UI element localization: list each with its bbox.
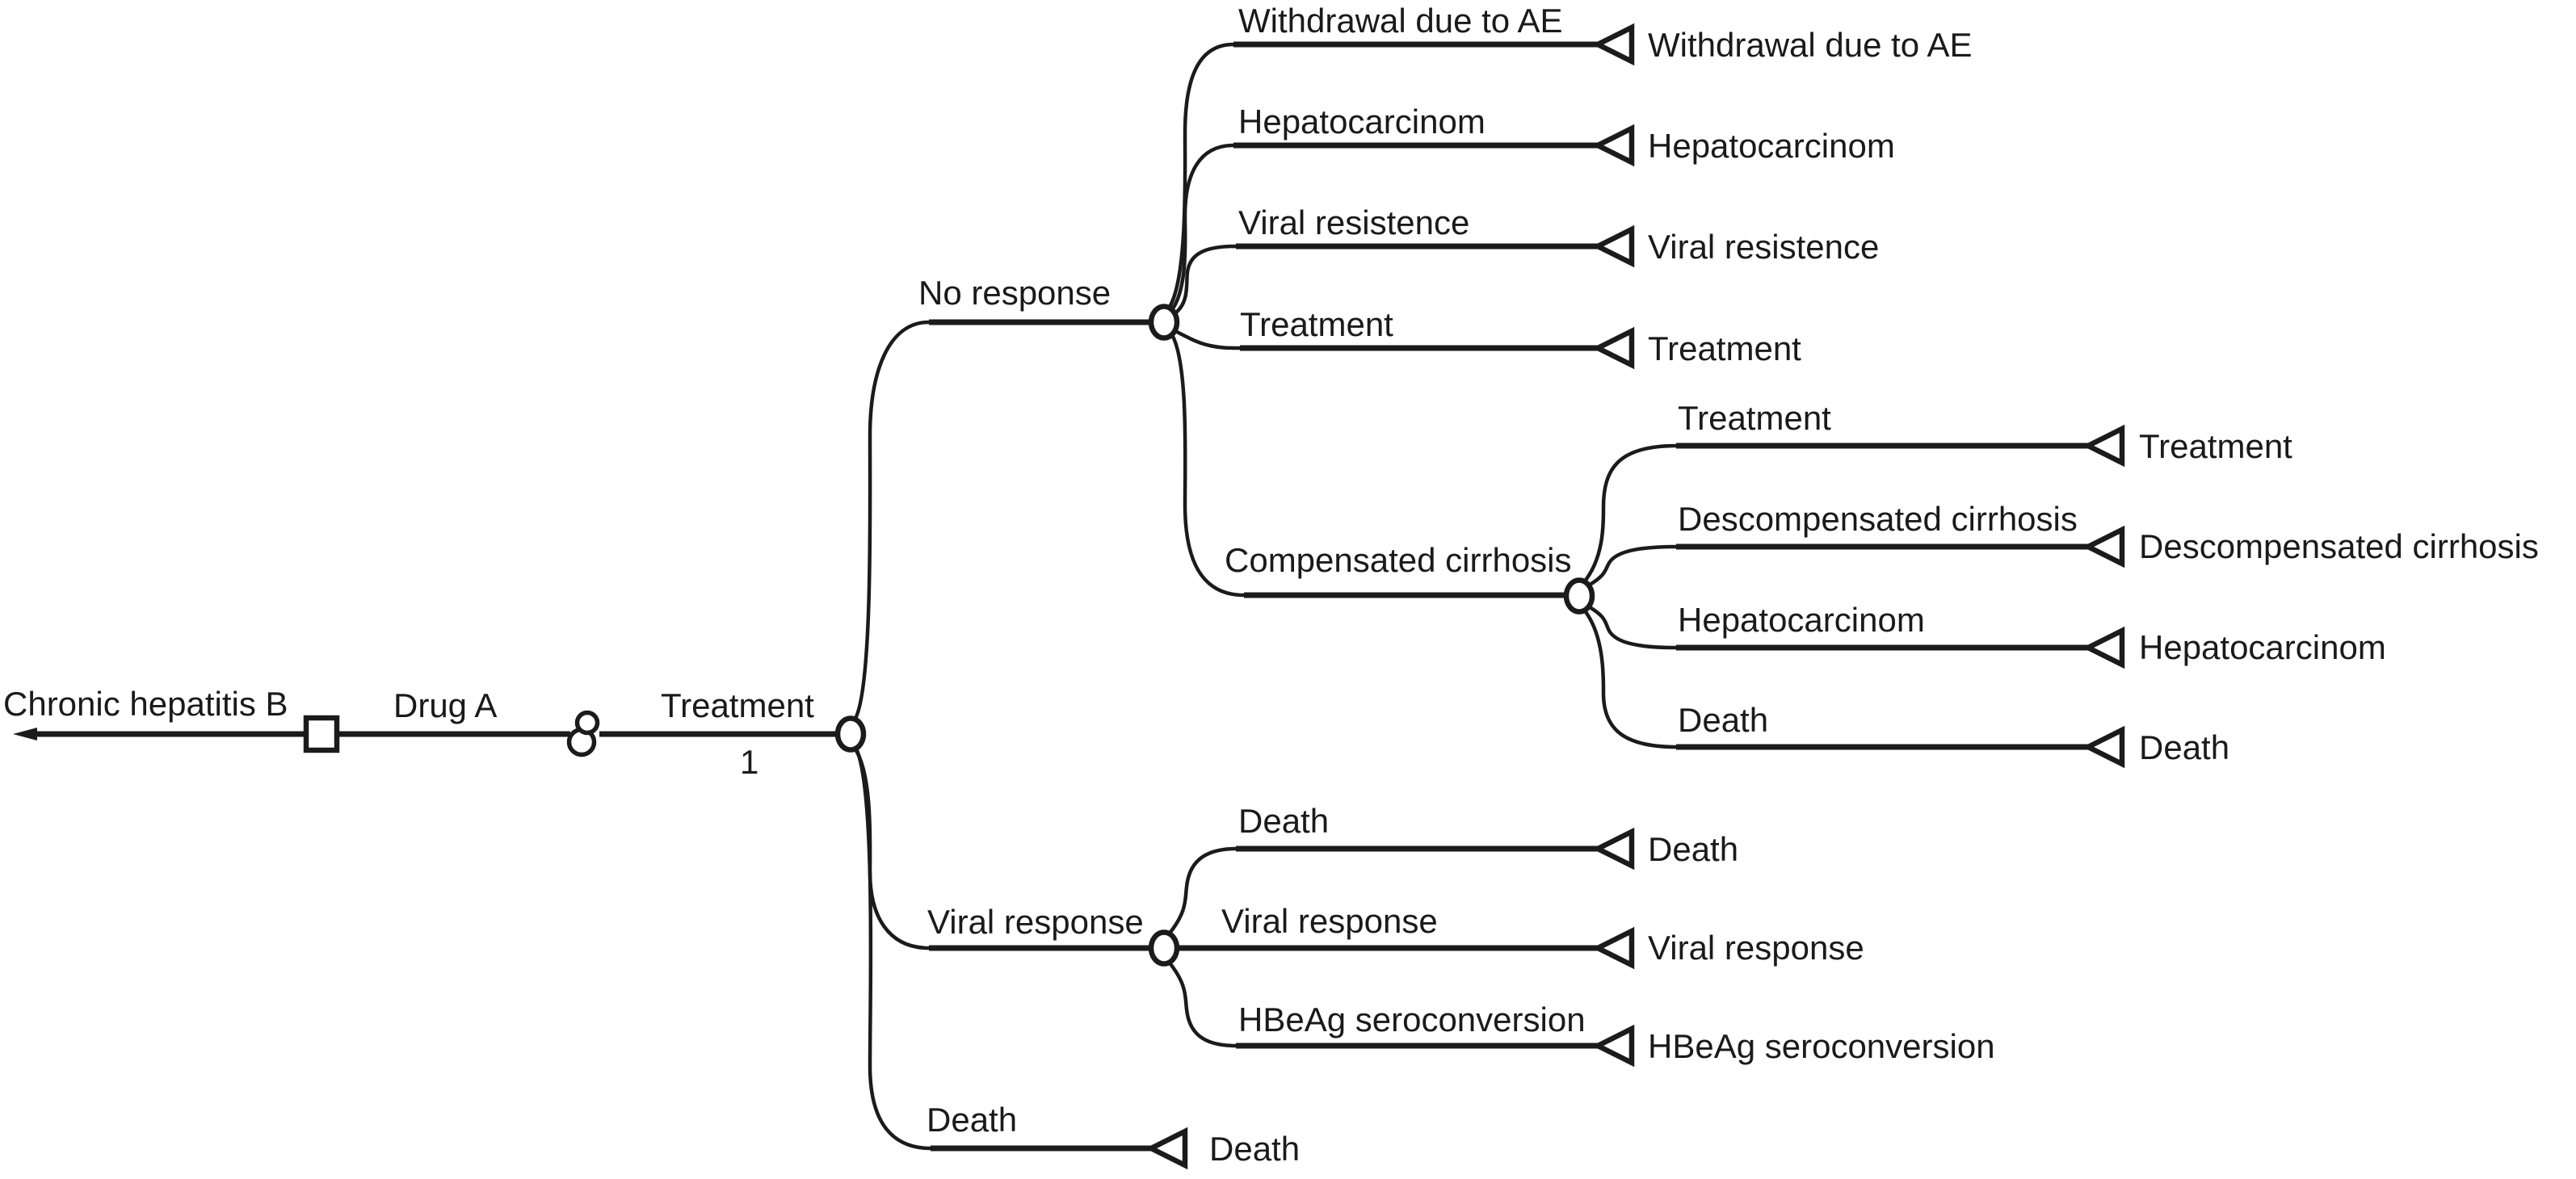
branch-label-descompensated-cc: Descompensated cirrhosis <box>1678 500 2078 538</box>
terminal-node-icon-viral-response-child <box>1591 926 1635 970</box>
branch-label-treatment-1: Treatment <box>661 686 814 724</box>
terminal-label-death-root: Death <box>1209 1130 1300 1168</box>
edge-curve-hbeag-vr <box>1166 959 1238 1048</box>
branch-label-hepatocarcinom-cc: Hepatocarcinom <box>1678 601 1925 639</box>
terminal-node-icon-descompensated-cc <box>2082 525 2125 569</box>
terminal-node-icon-death-cc <box>2082 725 2125 769</box>
edge-curve-hepatocarcinom-nr <box>1168 143 1236 314</box>
chance-node-compensated-cirrhosis-icon <box>1563 577 1595 615</box>
edge-curve-descompensated-cc <box>1583 544 1679 590</box>
terminal-label-treatment-nr: Treatment <box>1648 329 1801 367</box>
terminal-node-icon-viral-resistence <box>1591 224 1635 268</box>
root-label: Chronic hepatitis B <box>3 685 288 723</box>
edge-curve-treatment-nr <box>1171 328 1242 350</box>
terminal-label-hbeag-vr: HBeAg seroconversion <box>1648 1027 1995 1065</box>
terminal-label-death-cc: Death <box>2139 728 2229 766</box>
terminal-node-icon-treatment-nr <box>1591 326 1635 370</box>
chance-node-no-response-icon <box>1148 304 1180 341</box>
branch-label-hepatocarcinom-nr: Hepatocarcinom <box>1238 103 1486 141</box>
terminal-node-icon-treatment-cc <box>2082 424 2125 468</box>
branch-label-withdrawal-due-to-ae: Withdrawal due to AE <box>1238 2 1563 40</box>
branch-label-viral-response: Viral response <box>927 903 1144 941</box>
branch-label-treatment-nr: Treatment <box>1240 305 1393 343</box>
edge-curve-compensated-cirrhosis <box>1169 331 1246 598</box>
terminal-label-descompensated-cc: Descompensated cirrhosis <box>2139 527 2539 565</box>
branch-label-viral-response-child: Viral response <box>1221 902 1438 940</box>
chance-node-treatment-1-icon <box>834 715 867 753</box>
chance-node-viral-response-icon <box>1148 929 1180 967</box>
terminal-label-death-vr: Death <box>1648 830 1738 868</box>
branch-label-compensated-cirrhosis: Compensated cirrhosis <box>1225 541 1572 579</box>
edge-curve-hepatocarcinom-cc <box>1583 602 1679 650</box>
terminal-label-withdrawal-due-to-ae: Withdrawal due to AE <box>1648 26 1973 64</box>
edge-curve-death-root <box>854 746 933 1151</box>
terminal-label-viral-resistence: Viral resistence <box>1648 228 1879 266</box>
branch-label-viral-resistence: Viral resistence <box>1238 203 1469 241</box>
branch-label-death-cc: Death <box>1678 701 1768 739</box>
terminal-node-icon-death-root <box>1145 1127 1188 1170</box>
branch-label-treatment-1-number: 1 <box>740 743 759 781</box>
edge-curve-treatment-cc <box>1581 443 1679 585</box>
terminal-label-treatment-cc: Treatment <box>2139 427 2292 465</box>
terminal-node-icon-hepatocarcinom-nr <box>1591 124 1635 167</box>
root-arrow-icon <box>13 728 37 741</box>
branch-label-no-response: No response <box>918 274 1111 312</box>
terminal-node-icon-withdrawal-due-to-ae <box>1591 23 1635 66</box>
edge-curve-no-response <box>851 320 931 724</box>
terminal-node-icon-death-vr <box>1591 827 1635 871</box>
terminal-label-hepatocarcinom-nr: Hepatocarcinom <box>1648 127 1895 165</box>
edge-curve-death-vr <box>1166 846 1238 938</box>
markov-node-drug-a-icon <box>574 710 600 736</box>
branch-label-death-vr: Death <box>1238 802 1329 840</box>
branch-label-death-root: Death <box>927 1101 1017 1139</box>
terminal-node-icon-hbeag-vr <box>1591 1024 1635 1068</box>
edge-curve-viral-resistence <box>1170 244 1238 317</box>
branch-label-drug-a: Drug A <box>393 686 497 724</box>
edge-curve-death-cc <box>1581 606 1679 749</box>
terminal-node-icon-hepatocarcinom-cc <box>2082 626 2125 669</box>
decision-node-chronic-hepatitis-b-icon <box>303 715 340 753</box>
terminal-label-hepatocarcinom-cc: Hepatocarcinom <box>2139 628 2386 666</box>
branch-label-hbeag-vr: HBeAg seroconversion <box>1238 1001 1586 1038</box>
edge-curve-withdrawal-due-to-ae <box>1166 42 1236 312</box>
terminal-label-viral-response-child: Viral response <box>1648 929 1864 967</box>
branch-label-treatment-cc: Treatment <box>1678 399 1831 437</box>
